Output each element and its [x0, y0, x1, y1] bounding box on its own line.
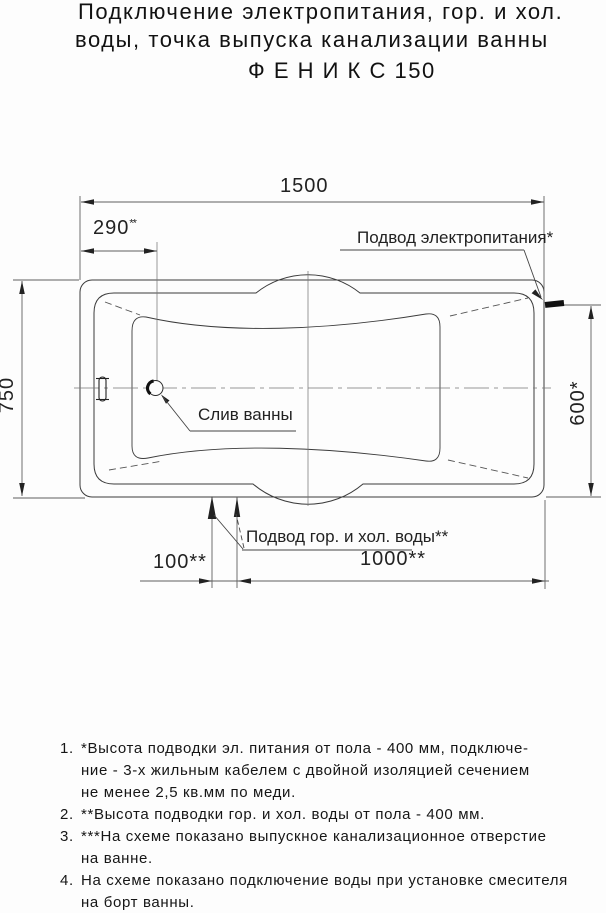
- label-drain: Слив ванны: [198, 405, 293, 424]
- title-line-1: Подключение электропитания, гор. и хол.: [78, 0, 564, 24]
- dim-supply-span: 1000**: [360, 548, 427, 570]
- note-item: 3. ***На схеме показано выпускное канали…: [60, 828, 547, 867]
- title-model: Ф Е Н И К С 150: [248, 58, 436, 83]
- title-line-2: воды, точка выпуска канализации ванны: [75, 27, 549, 52]
- notes-list: 1. *Высота подводки эл. питания от пола …: [60, 738, 606, 913]
- dim-height-right: 600*: [567, 380, 589, 426]
- note-item: 4. На схеме показано подключение воды пр…: [60, 872, 568, 911]
- note-item: 2. **Высота подводки гор. и хол. воды от…: [60, 806, 485, 823]
- dim-supply-offset: 100**: [153, 551, 207, 573]
- label-water-supply: Подвод гор. и хол. воды**: [246, 527, 449, 546]
- overflow-symbol: [96, 376, 109, 402]
- power-connection-mark: [544, 299, 565, 308]
- note-item: 1. *Высота подводки эл. питания от пола …: [60, 740, 530, 801]
- dim-height-total: 750: [0, 376, 18, 414]
- drain-symbol: [145, 379, 164, 396]
- label-power-supply: Подвод электропитания*: [357, 228, 554, 247]
- dim-drain-offset: 290**: [93, 217, 137, 239]
- dim-width-total: 1500: [280, 175, 329, 197]
